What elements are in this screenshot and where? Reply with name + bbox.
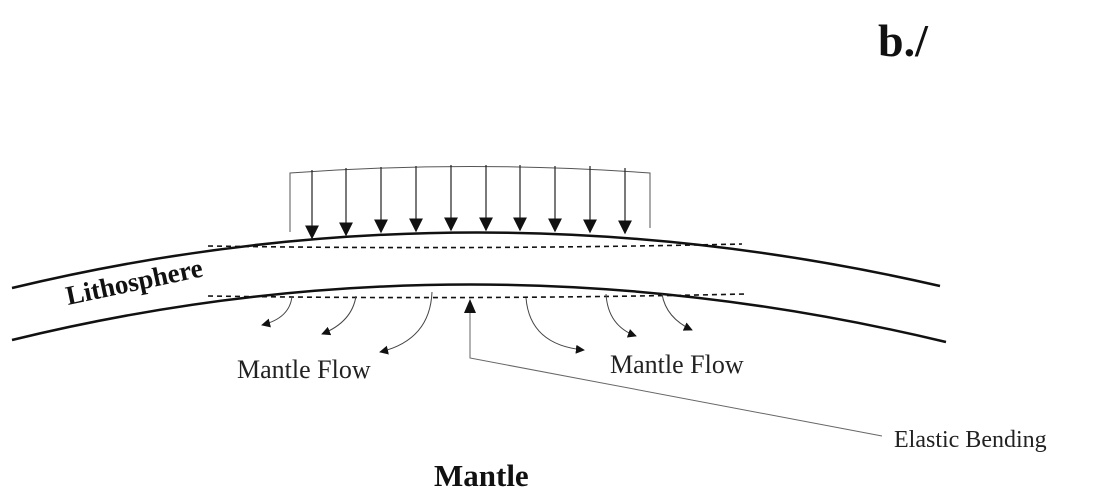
mantle-flow-arrow [379,291,433,355]
reference-lines [207,243,746,299]
mantle-flow-arrow [525,297,585,354]
elastic-bending-arrowhead [464,299,476,313]
lithosphere-top-boundary [11,231,941,290]
mantle-flow-arrow [661,293,693,331]
mantle-flow-label-left: Mantle Flow [237,355,371,384]
dashed-reference-top [207,243,743,249]
mantle-flow-arrow [321,295,357,336]
mantle-label: Mantle [434,458,529,493]
mantle-flow-label-right: Mantle Flow [610,350,744,379]
elastic-bending-label: Elastic Bending [894,427,1047,453]
load-bracket-outline [289,166,651,232]
elastic-bending-pointer [464,299,883,437]
lithosphere-bottom-boundary [11,283,947,344]
mantle-flow-arrows-left [261,291,433,355]
load-arrows [289,165,651,240]
mantle-flow-arrow [605,293,637,338]
mantle-flow-arrows-right [525,293,693,354]
panel-label: b./ [878,15,929,66]
dashed-reference-bottom [207,293,746,299]
load-arrow-group [305,165,632,240]
elastic-bending-leader [469,304,883,437]
lithosphere-plate [11,231,947,344]
mantle-flow-arrow [261,295,293,328]
